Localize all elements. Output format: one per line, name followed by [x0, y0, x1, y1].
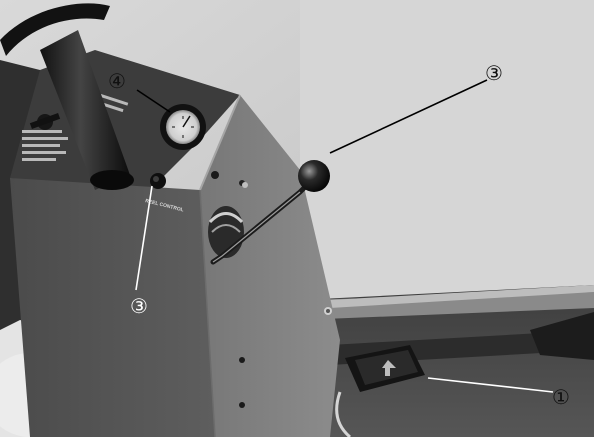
callout-pedal: ① [552, 385, 570, 409]
callout-gauge: ④ [108, 69, 126, 93]
callout-switch: ③ [130, 294, 148, 318]
callout-lever: ③ [485, 61, 503, 85]
